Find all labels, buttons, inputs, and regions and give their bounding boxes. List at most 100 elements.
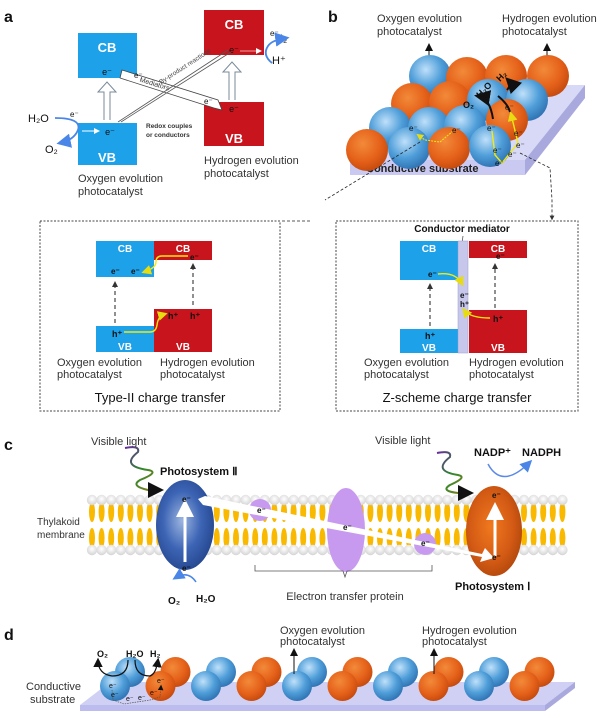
electron-label: e⁻ bbox=[343, 523, 352, 532]
panel-c: c Visible light Visible light Thylakoid … bbox=[4, 435, 568, 607]
lipid-head bbox=[538, 494, 549, 506]
mediator-electron: e⁻ bbox=[204, 97, 213, 106]
electron-label: e⁻ bbox=[421, 539, 430, 548]
lipid-head bbox=[211, 544, 222, 556]
oxygen-catalyst-label-2: photocatalyst bbox=[364, 369, 429, 381]
lipid-head bbox=[365, 544, 376, 556]
electron-label: e⁻ bbox=[270, 29, 279, 38]
lipid-tail bbox=[117, 528, 124, 548]
lipid-head bbox=[317, 494, 328, 506]
oxygen-catalyst-label-1: Oxygen evolution bbox=[280, 625, 365, 637]
oxygen-catalyst-particle bbox=[469, 125, 511, 167]
hydrogen-vb-label: VB bbox=[225, 131, 243, 146]
water-oxidation-arrow-icon bbox=[172, 568, 197, 583]
lipid-head bbox=[298, 494, 309, 506]
h2-arrow-icon bbox=[505, 77, 523, 95]
oxygen-catalyst-label-1: Oxygen evolution bbox=[377, 13, 462, 25]
electron-label: e⁻ bbox=[190, 253, 199, 262]
oxygen-catalyst-particle bbox=[373, 671, 403, 701]
lipid-head bbox=[86, 544, 98, 556]
zscheme-title: Z-scheme charge transfer bbox=[383, 390, 533, 405]
oxygen-vb-electron: e⁻ bbox=[105, 127, 115, 137]
lipid-head bbox=[374, 544, 386, 556]
lipid-head bbox=[96, 544, 107, 556]
lipid-tail bbox=[223, 528, 230, 548]
oxygen-vb-label: VB bbox=[98, 150, 116, 165]
excitation-arrow-icon bbox=[96, 81, 118, 120]
lipid-tail bbox=[444, 502, 451, 522]
electron-label: e⁻ bbox=[492, 491, 501, 500]
lipid-head bbox=[134, 494, 146, 506]
byproduct-label: By-product reactions bbox=[158, 47, 212, 86]
lipid-tail bbox=[281, 528, 287, 548]
lipid-tail bbox=[425, 502, 431, 522]
electron-label: e⁻ bbox=[514, 129, 523, 138]
hydrogen-catalyst-particle bbox=[236, 671, 267, 701]
lipid-tail bbox=[405, 502, 412, 522]
oxygen-vb-band bbox=[78, 123, 137, 165]
electron-label: e⁻ bbox=[111, 692, 119, 699]
lipid-tail bbox=[252, 528, 259, 548]
lipid-head bbox=[278, 494, 290, 506]
hydrogen-catalyst-label-1: Hydrogen evolution bbox=[502, 13, 597, 25]
lipid-tail bbox=[137, 502, 143, 522]
lipid-head bbox=[115, 544, 127, 556]
hydrogen-catalyst-particle bbox=[418, 671, 449, 701]
lipid-head bbox=[384, 494, 395, 506]
lipid-head bbox=[518, 544, 530, 556]
lipid-tail bbox=[530, 502, 537, 522]
hole-label: h⁺ bbox=[112, 329, 122, 339]
electron-label: e⁻ bbox=[492, 553, 501, 562]
lipid-tail bbox=[137, 528, 143, 548]
o2-label: O₂ bbox=[463, 100, 474, 110]
lipid-head bbox=[134, 544, 146, 556]
lipid-tail bbox=[261, 528, 268, 548]
lipid-head bbox=[538, 544, 549, 556]
lipid-head bbox=[432, 494, 443, 506]
electron-label: e⁻ bbox=[495, 159, 504, 168]
hydrogen-catalyst-label-2: photocatalyst bbox=[422, 636, 487, 648]
electron-label: e⁻ bbox=[109, 683, 117, 690]
lipid-tail bbox=[146, 528, 153, 548]
lipid-head bbox=[394, 494, 405, 506]
type2-title: Type-II charge transfer bbox=[95, 390, 226, 405]
light-wave-icon bbox=[124, 446, 164, 498]
hydrogen-cb-band bbox=[154, 241, 212, 260]
electron-label: e⁻ bbox=[157, 678, 165, 685]
excitation-arrow-icon bbox=[221, 61, 243, 100]
redox-label-2: or conductors bbox=[146, 132, 190, 139]
vb-label: VB bbox=[176, 342, 190, 353]
lipid-tail bbox=[108, 502, 115, 522]
vb-label: VB bbox=[118, 342, 132, 353]
panel-b-label: b bbox=[328, 9, 338, 26]
cb-label: CB bbox=[176, 244, 190, 255]
electron-label: e⁻ bbox=[496, 252, 505, 261]
lipid-head bbox=[403, 544, 414, 556]
lipid-head bbox=[221, 544, 232, 556]
light-wave-icon bbox=[436, 451, 474, 501]
lipid-tail bbox=[213, 528, 220, 548]
h2o-label: H₂O bbox=[126, 649, 144, 659]
membrane-label-2: membrane bbox=[37, 530, 85, 541]
panel-a-label: a bbox=[4, 9, 13, 26]
electron-transport-arrow-icon bbox=[198, 496, 494, 562]
electron-label: e⁻ bbox=[487, 124, 496, 133]
hydrogen-catalyst-particle bbox=[327, 671, 358, 701]
oxygen-vb-band bbox=[400, 329, 458, 353]
oxygen-catalyst-particle bbox=[100, 671, 130, 701]
electron-label: e⁻ bbox=[428, 270, 437, 279]
electron-label: e⁻ bbox=[70, 110, 79, 119]
hydrogen-vb-band bbox=[204, 102, 264, 146]
mediator-electron: e⁻ bbox=[134, 71, 143, 80]
lipid-tail bbox=[233, 528, 239, 548]
electron-label: e⁻ bbox=[516, 141, 525, 150]
lipid-tail bbox=[559, 502, 566, 522]
lipid-tail bbox=[530, 528, 537, 548]
lipid-tail bbox=[453, 502, 460, 522]
ps2-label: Photosystem Ⅱ bbox=[160, 466, 238, 478]
lipid-tail bbox=[521, 502, 527, 522]
lipid-tail bbox=[127, 528, 134, 548]
lipid-tail bbox=[242, 528, 249, 548]
oxidation-arrow-icon bbox=[54, 117, 80, 148]
